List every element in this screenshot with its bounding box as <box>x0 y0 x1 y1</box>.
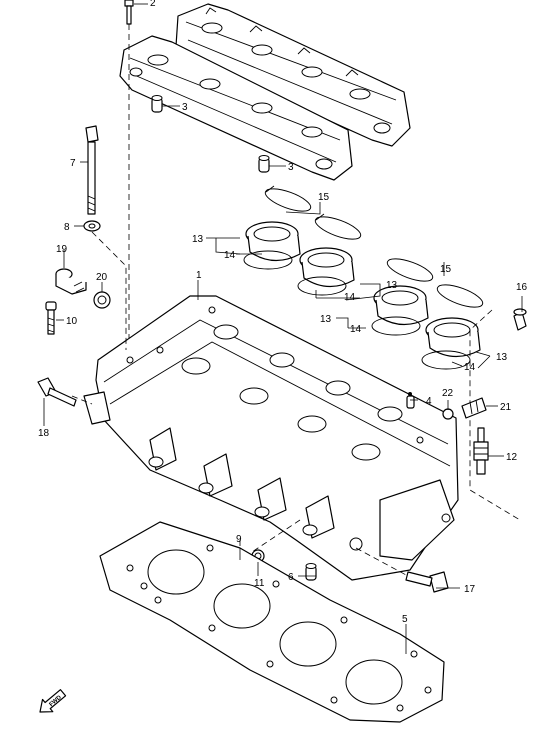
callout-1: 1 <box>196 270 202 281</box>
callout-4: 4 <box>426 396 432 407</box>
stud-19 <box>55 268 87 295</box>
leader-lines <box>43 3 523 654</box>
callout-10: 10 <box>66 316 78 327</box>
bolt-17 <box>405 571 449 593</box>
callout-19: 19 <box>56 244 68 255</box>
callout-5: 5 <box>402 614 408 625</box>
spark-plug-12 <box>473 427 489 475</box>
sensor-21 <box>461 397 487 419</box>
callout-14b: 14 <box>344 292 356 303</box>
callout-14a: 14 <box>224 250 236 261</box>
intake-pipe-13b <box>297 247 355 296</box>
clamp-15b <box>386 258 484 308</box>
callout-7: 7 <box>70 158 76 169</box>
callout-15b: 15 <box>440 264 452 275</box>
dowel-pin-3a <box>151 95 163 113</box>
fwd-arrow-icon: FWD <box>39 689 67 713</box>
callout-3b: 3 <box>288 162 294 173</box>
callout-20: 20 <box>96 272 108 283</box>
callout-2: 2 <box>150 0 156 9</box>
washer-8 <box>83 220 101 232</box>
callout-12: 12 <box>506 452 518 463</box>
callout-11: 11 <box>254 578 265 589</box>
assembly-line-7 <box>91 231 127 350</box>
clamp-15a <box>264 185 362 240</box>
intake-pipe-13d <box>421 317 481 370</box>
callout-3a: 3 <box>182 102 188 113</box>
washer-22 <box>442 408 454 420</box>
head-gasket-5 <box>99 521 445 723</box>
callout-6: 6 <box>288 572 294 583</box>
callout-14c: 14 <box>350 324 362 335</box>
intake-pipe-13c <box>371 285 429 336</box>
dowel-pin-3b <box>258 155 270 173</box>
callout-13b: 13 <box>386 280 398 291</box>
oil-seal-20 <box>93 291 111 309</box>
assembly-line-16 <box>469 309 521 521</box>
callout-16: 16 <box>516 282 528 293</box>
long-bolt-7 <box>85 125 99 215</box>
camshaft-holder-lower <box>119 35 353 181</box>
intake-pipe-13a <box>243 221 301 270</box>
callout-22: 22 <box>442 388 454 399</box>
bolt-16 <box>513 308 527 331</box>
bolt-18 <box>37 377 77 407</box>
camshaft-holder-upper <box>175 3 411 147</box>
assembly-line-18 <box>71 395 93 405</box>
callout-13d: 13 <box>496 352 508 363</box>
bolt-10 <box>45 301 57 335</box>
callout-9: 9 <box>236 534 242 545</box>
bolt-2 <box>124 0 134 25</box>
callout-numbers: 2 3 3 7 8 19 20 10 18 1 15 13 14 14 13 1… <box>38 0 528 625</box>
cylinder-head-1 <box>83 295 459 581</box>
callout-14d: 14 <box>464 362 476 373</box>
callout-17: 17 <box>464 584 476 595</box>
callout-18: 18 <box>38 428 50 439</box>
callout-13a: 13 <box>192 234 204 245</box>
plug-4 <box>406 392 415 409</box>
dowel-pin-6 <box>305 563 317 581</box>
callout-13c: 13 <box>320 314 332 325</box>
callout-8: 8 <box>64 222 70 233</box>
callout-15a: 15 <box>318 192 330 203</box>
callout-21: 21 <box>500 402 512 413</box>
